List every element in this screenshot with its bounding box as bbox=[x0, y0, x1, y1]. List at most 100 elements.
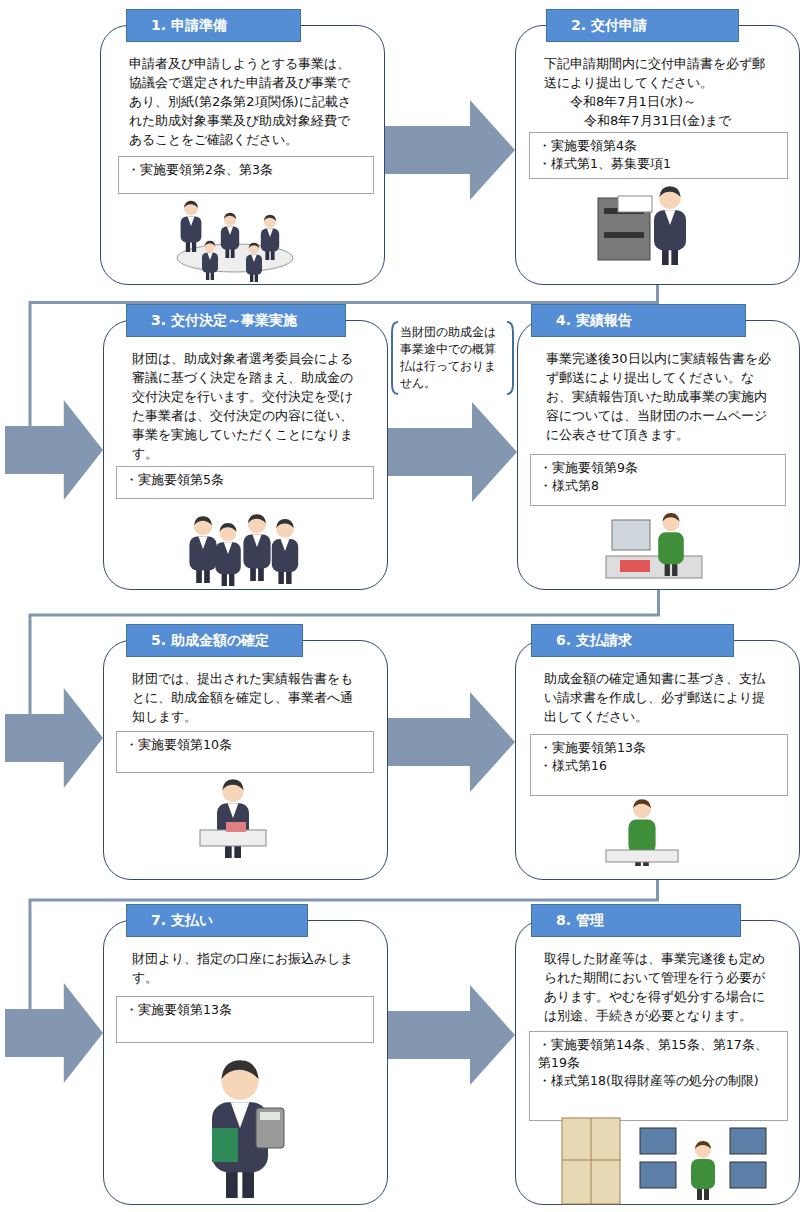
step-body: 財団より、指定の口座にお振込みします。 bbox=[132, 949, 361, 987]
reference-box: ・実施要領第2条、第3条 bbox=[118, 156, 374, 194]
reference-text: ・実施要領第2条、第3条 bbox=[127, 161, 365, 179]
step-box: 6. 支払請求助成金額の確定通知書に基づき、支払い請求書を作成し、必ず郵送により… bbox=[515, 640, 800, 880]
illustration-part bbox=[618, 196, 652, 212]
clerk-illustration bbox=[200, 779, 266, 858]
step-body: 助成金額の確定通知書に基づき、支払い請求書を作成し、必ず郵送により提出してくださ… bbox=[544, 669, 773, 726]
flow-connector-line bbox=[30, 590, 659, 714]
reference-box: ・実施要領第13条・様式第16 bbox=[530, 734, 788, 796]
illustration-part bbox=[606, 850, 678, 862]
illustration-part bbox=[620, 560, 650, 572]
illustration-part bbox=[691, 1141, 715, 1200]
reference-text: ・実施要領第9条 bbox=[539, 459, 777, 477]
step-text: 令和8年7月31日(金)まで bbox=[544, 111, 773, 130]
bracket bbox=[392, 322, 398, 394]
illustration-part bbox=[246, 243, 262, 282]
step-text: 令和8年7月1日(水)～ bbox=[544, 92, 773, 111]
flow-connector-line bbox=[30, 285, 658, 426]
step-box: 4. 実績報告事業完遂後30日以内に実績報告書を必ず郵送により提出してください。… bbox=[517, 320, 800, 590]
illustration-part bbox=[181, 201, 202, 252]
illustration-part bbox=[217, 779, 249, 858]
illustration-part bbox=[212, 1128, 238, 1162]
illustration-part bbox=[189, 516, 216, 583]
reference-box: ・実施要領第14条、第15条、第17条、第19条・様式第18(取得財産等の処分の… bbox=[529, 1031, 788, 1121]
team-illustration bbox=[189, 514, 298, 586]
reference-text: ・実施要領第13条 bbox=[539, 739, 779, 757]
illustration-part bbox=[591, 1118, 592, 1204]
reference-box: ・実施要領第9条・様式第8 bbox=[530, 454, 786, 506]
step-box: 7. 支払い財団より、指定の口座にお振込みします。・実施要領第13条 bbox=[103, 920, 388, 1205]
block-arrow bbox=[388, 692, 515, 792]
step-text: 財団では、提出された実績報告書をもとに、助成金額を確定し、事業者へ通知します。 bbox=[132, 669, 361, 726]
flow-arrow bbox=[388, 402, 517, 502]
illustration-part bbox=[260, 1112, 280, 1120]
block-arrow bbox=[385, 100, 515, 200]
step-body: 事業完遂後30日以内に実績報告書を必ず郵送により提出してください。なお、実績報告… bbox=[546, 349, 773, 444]
illustration-part bbox=[654, 186, 686, 265]
step-text: 申請者及び申請しようとする事業は、協議会で選定された申請者及び事業であり、別紙(… bbox=[129, 54, 358, 149]
bracket bbox=[507, 322, 513, 394]
step-heading: 1. 申請準備 bbox=[126, 9, 301, 42]
reference-text: ・実施要領第5条 bbox=[125, 471, 365, 489]
illustration-part bbox=[200, 830, 266, 846]
step-heading: 5. 助成金額の確定 bbox=[126, 624, 303, 657]
reference-box: ・実施要領第10条 bbox=[116, 731, 374, 773]
illustration-part bbox=[658, 513, 684, 576]
step-text: 取得した財産等は、事業完遂後も定められた期間において管理を行う必要があります。や… bbox=[544, 949, 773, 1025]
block-arrow bbox=[5, 400, 103, 500]
illustration-part bbox=[606, 556, 702, 578]
flow-arrow bbox=[388, 985, 515, 1085]
step-text: 下記申請期間内に交付申請書を必ず郵送により提出してください。 bbox=[544, 54, 773, 92]
illustration-part bbox=[562, 1160, 620, 1161]
illustration-part bbox=[215, 523, 241, 586]
reference-text: ・様式第1、募集要項1 bbox=[538, 155, 779, 173]
accountant-illustration bbox=[212, 1060, 284, 1198]
illustration-part bbox=[212, 1060, 268, 1198]
step-heading: 3. 交付決定～事業実施 bbox=[126, 304, 346, 337]
reference-box: ・実施要領第5条 bbox=[116, 466, 374, 499]
meeting-illustration bbox=[177, 201, 293, 282]
block-arrow bbox=[388, 985, 515, 1085]
reference-text: ・様式第8 bbox=[539, 477, 777, 495]
flow-arrow bbox=[5, 285, 658, 500]
step-text: 助成金額の確定通知書に基づき、支払い請求書を作成し、必ず郵送により提出してくださ… bbox=[544, 669, 773, 726]
illustration-part bbox=[243, 514, 270, 581]
reference-text: ・様式第18(取得財産等の処分の制限) bbox=[538, 1072, 779, 1090]
post-illustration bbox=[598, 186, 686, 265]
step-heading: 6. 支払請求 bbox=[531, 624, 734, 657]
step-body: 下記申請期間内に交付申請書を必ず郵送により提出してください。令和8年7月1日(水… bbox=[544, 54, 773, 130]
edge-note: 当財団の助成金は事業途中での概算払は行っておりません。 bbox=[400, 324, 505, 392]
step-heading: 7. 支払い bbox=[126, 904, 308, 937]
illustration-part bbox=[604, 232, 644, 238]
step-body: 申請者及び申請しようとする事業は、協議会で選定された申請者及び事業であり、別紙(… bbox=[129, 54, 358, 149]
illustration-part bbox=[256, 1108, 284, 1148]
reference-text: ・様式第16 bbox=[539, 757, 779, 775]
block-arrow bbox=[388, 402, 517, 502]
step-body: 財団は、助成対象者選考委員会による審議に基づく決定を踏まえ、助成金の交付決定を行… bbox=[132, 349, 361, 463]
illustration-part bbox=[628, 799, 655, 866]
block-arrow bbox=[5, 688, 103, 788]
step-box: 5. 助成金額の確定財団では、提出された実績報告書をもとに、助成金額を確定し、事… bbox=[103, 640, 388, 880]
step-box: 1. 申請準備申請者及び申請しようとする事業は、協議会で選定された申請者及び事業… bbox=[100, 25, 385, 285]
illustration-part bbox=[261, 215, 279, 260]
flow-arrow bbox=[5, 880, 658, 1083]
step-body: 財団では、提出された実績報告書をもとに、助成金額を確定し、事業者へ通知します。 bbox=[132, 669, 361, 726]
reference-text: ・実施要領第13条 bbox=[125, 1001, 365, 1019]
illustration-part bbox=[730, 1162, 766, 1188]
step-text: 事業完遂後30日以内に実績報告書を必ず郵送により提出してください。なお、実績報告… bbox=[546, 349, 773, 444]
illustration-part bbox=[221, 213, 239, 258]
illustration-part bbox=[272, 519, 298, 584]
writer-illustration bbox=[606, 799, 678, 866]
office-illustration bbox=[606, 513, 702, 578]
flow-arrow bbox=[385, 100, 515, 200]
reference-text: ・実施要領第4条 bbox=[538, 137, 779, 155]
illustration-part bbox=[640, 1162, 676, 1188]
reference-box: ・実施要領第4条・様式第1、募集要項1 bbox=[529, 132, 788, 179]
illustration-part bbox=[562, 1118, 620, 1204]
step-heading: 8. 管理 bbox=[531, 904, 741, 937]
illustration-part bbox=[177, 244, 293, 272]
flow-arrow bbox=[388, 692, 515, 792]
illustration-part bbox=[612, 520, 650, 550]
illustration-part bbox=[226, 822, 246, 832]
